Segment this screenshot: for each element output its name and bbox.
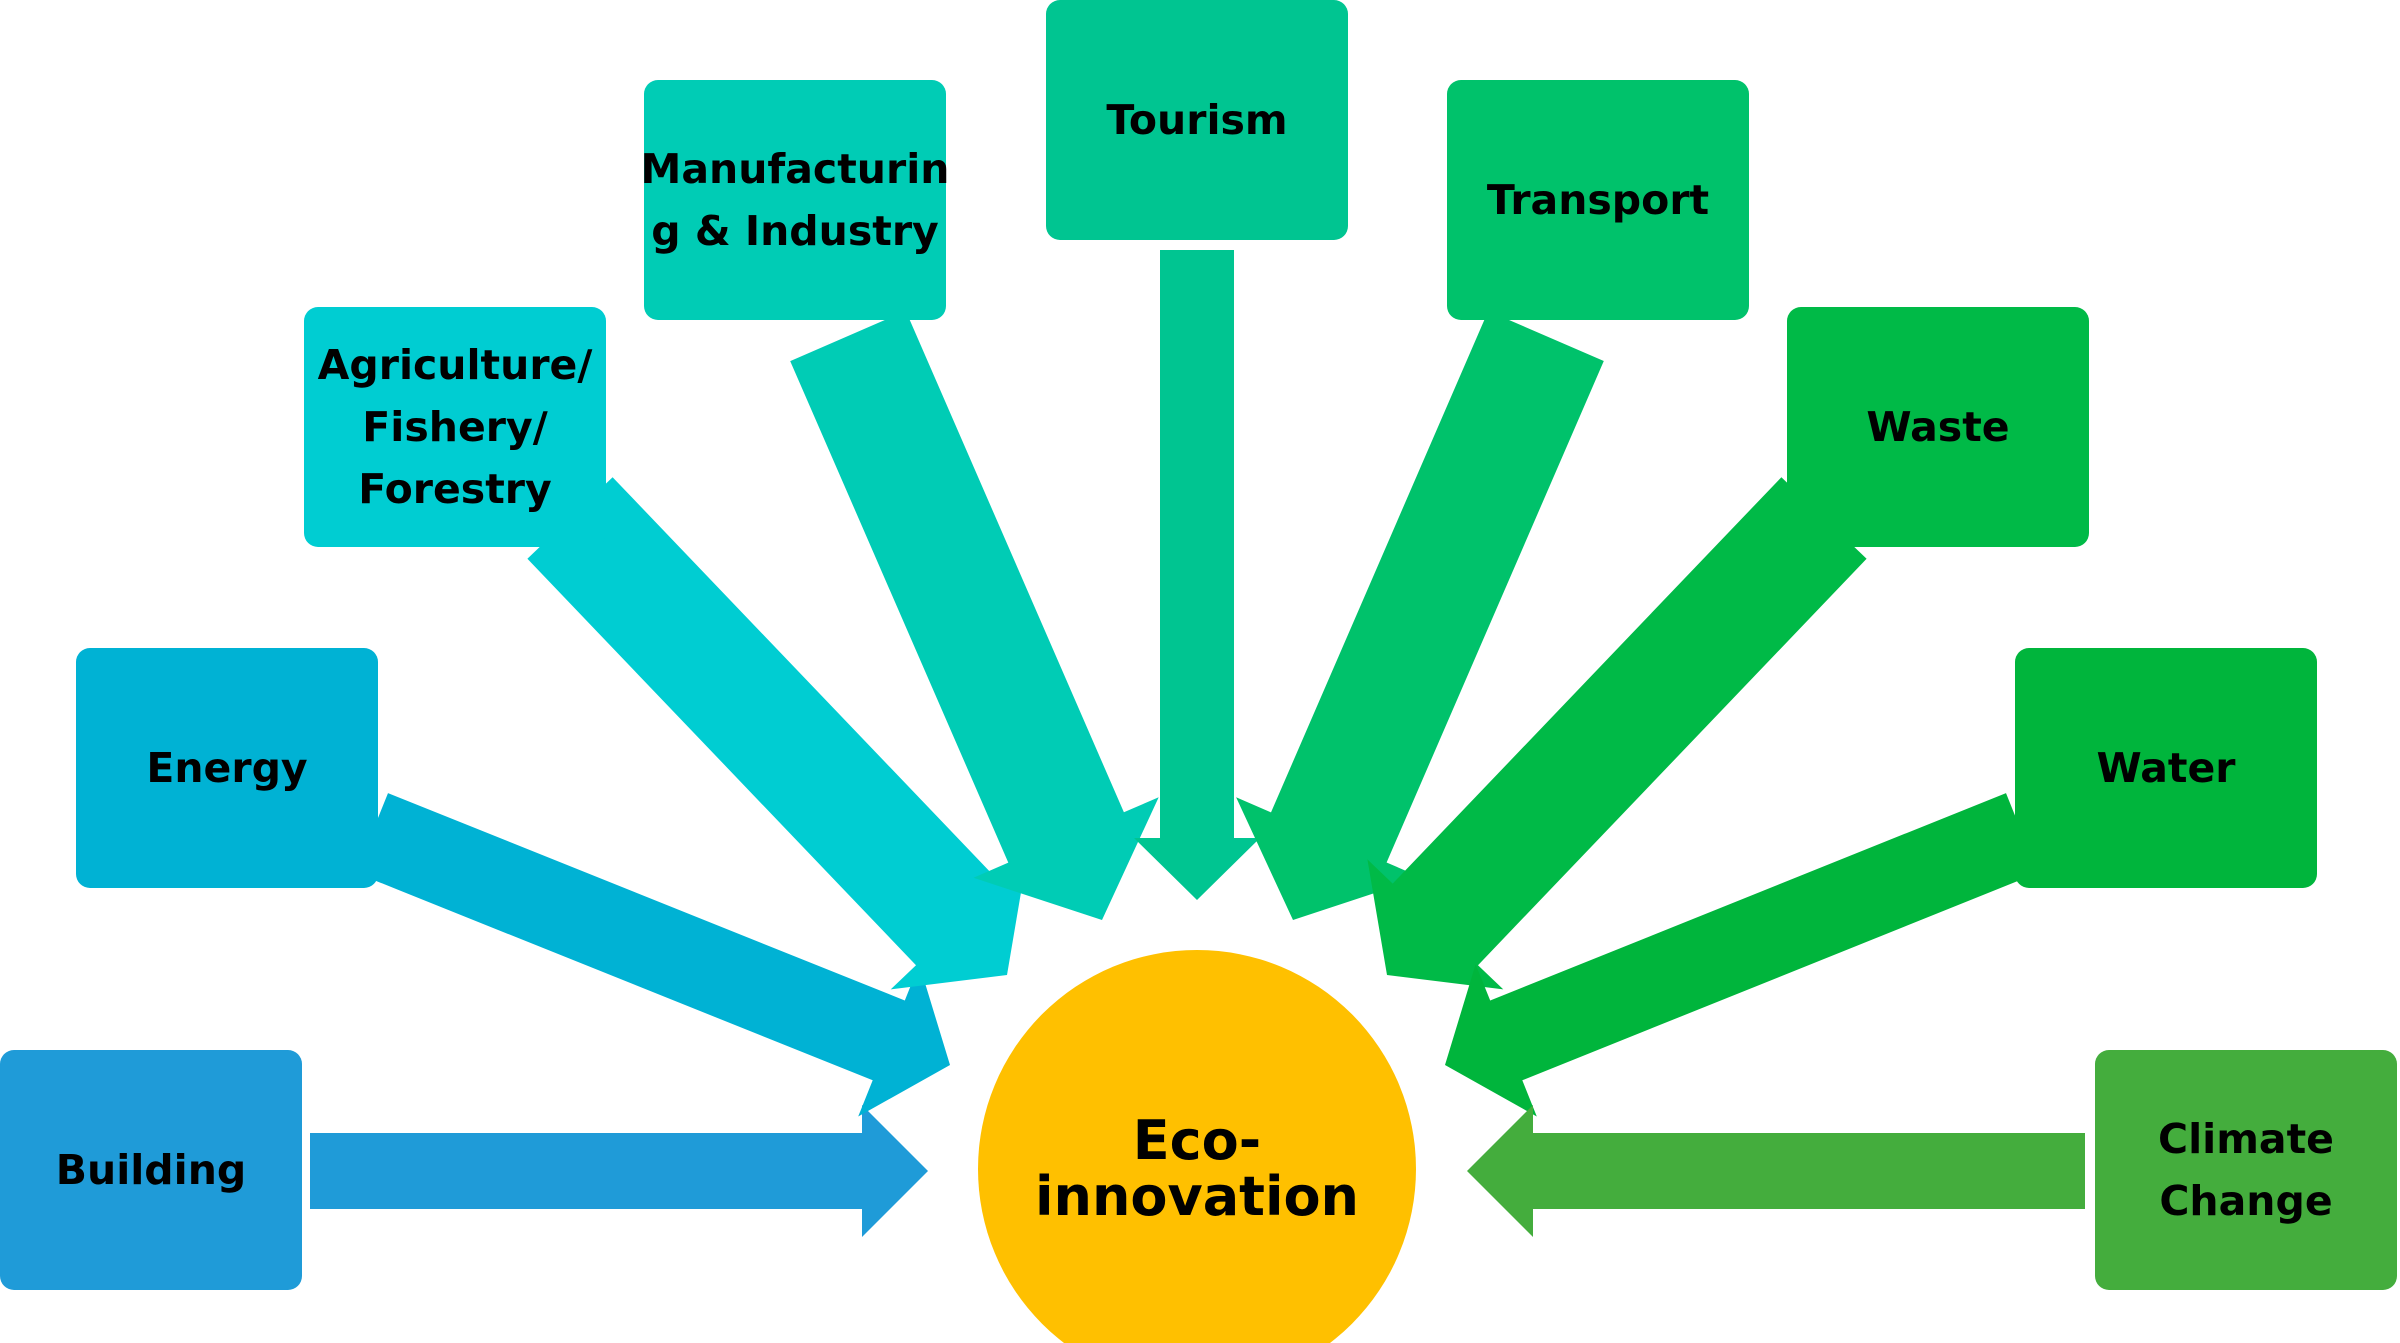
climate-change-label-line: Change <box>2159 1177 2332 1225</box>
manufacturing-label-line: g & Industry <box>651 207 939 255</box>
tourism-label: Tourism <box>1106 96 1287 144</box>
manufacturing-label: Manufacturin g & Industry <box>641 145 950 255</box>
transport-node: Transport <box>1447 80 1749 320</box>
climate-change-label-line: Climate <box>2158 1115 2334 1163</box>
manufacturing-box <box>644 80 946 320</box>
manufacturing-label-line: Manufacturin <box>641 145 950 193</box>
tourism-label-line: Tourism <box>1106 96 1287 144</box>
water-node: Water <box>2015 648 2317 888</box>
energy-label: Energy <box>146 744 307 792</box>
transport-arrow <box>1236 311 1604 920</box>
eco-innovation-label: Eco-innovation <box>1035 1109 1359 1228</box>
energy-box <box>76 648 378 888</box>
water-arrow <box>1445 793 2038 1117</box>
energy-arrow <box>356 793 950 1117</box>
tourism-node: Tourism <box>1046 0 1348 240</box>
tourism-arrow <box>1134 250 1260 900</box>
waste-label-line: Waste <box>1866 403 2009 451</box>
building-node: Building <box>0 1050 302 1290</box>
agriculture-label-line: Fishery/ <box>362 403 547 451</box>
agriculture-node: Agriculture/Fishery/Forestry <box>304 307 606 547</box>
agriculture-label-line: Agriculture/ <box>318 341 593 389</box>
transport-label-line: Transport <box>1487 176 1709 224</box>
agriculture-box <box>304 307 606 547</box>
building-label: Building <box>56 1146 247 1194</box>
agriculture-label-line: Forestry <box>358 465 552 513</box>
transport-label: Transport <box>1487 176 1709 224</box>
transport-box <box>1447 80 1749 320</box>
water-label: Water <box>2096 744 2236 792</box>
boxes-layer: Building Energy Agriculture/Fishery/Forest… <box>0 0 2397 1290</box>
climate-change-box <box>2095 1050 2397 1290</box>
water-label-line: Water <box>2096 744 2236 792</box>
manufacturing-node: Manufacturin g & Industry <box>641 80 950 320</box>
water-box <box>2015 648 2317 888</box>
building-label-line: Building <box>56 1146 247 1194</box>
eco-innovation-circle <box>978 950 1416 1343</box>
waste-label: Waste <box>1866 403 2009 451</box>
arrows-layer <box>310 250 2085 1237</box>
eco-innovation-label-line: Eco- <box>1133 1109 1261 1172</box>
tourism-box <box>1046 0 1348 240</box>
energy-node: Energy <box>76 648 378 888</box>
waste-arrow <box>1367 477 1867 990</box>
agriculture-label: Agriculture/Fishery/Forestry <box>318 341 593 513</box>
energy-label-line: Energy <box>146 744 307 792</box>
building-box <box>0 1050 302 1290</box>
climate-change-arrow <box>1467 1105 2085 1237</box>
eco-innovation-label-line: innovation <box>1035 1165 1359 1228</box>
waste-node: Waste <box>1787 307 2089 547</box>
agriculture-arrow <box>527 477 1027 990</box>
building-arrow <box>310 1105 928 1237</box>
manufacturing-arrow <box>790 310 1159 920</box>
waste-box <box>1787 307 2089 547</box>
center-layer: Eco-innovation <box>978 950 1416 1343</box>
